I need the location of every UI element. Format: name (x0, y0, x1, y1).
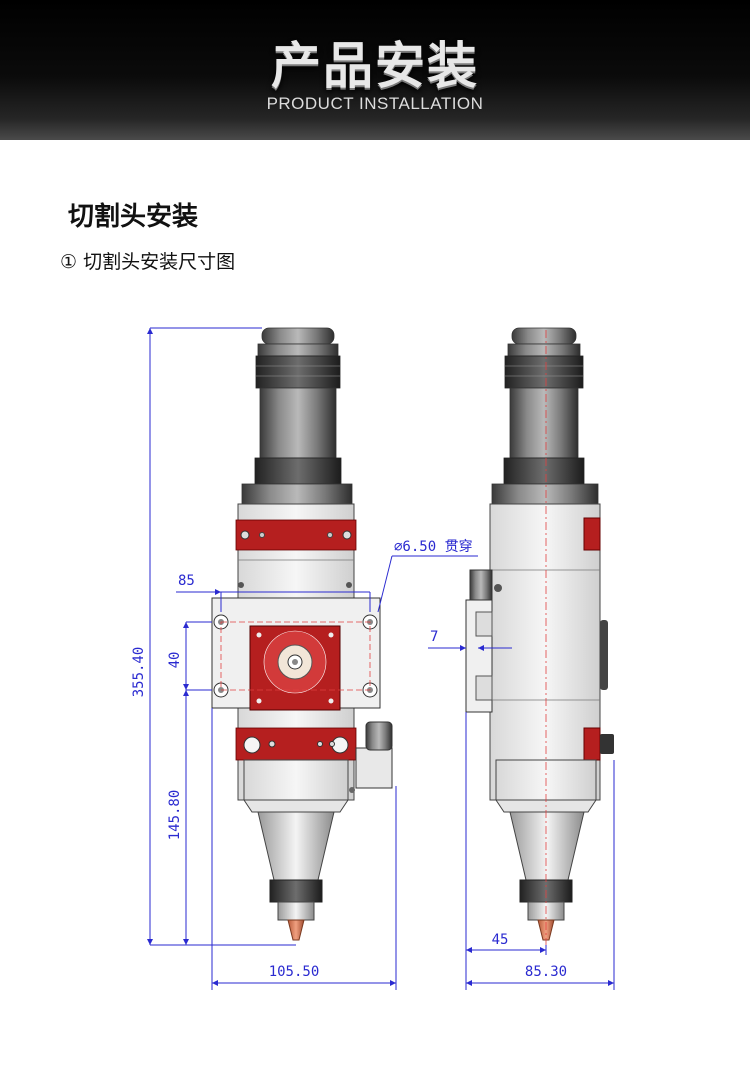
dim-side-offset: 7 (430, 629, 438, 645)
page-subtitle: PRODUCT INSTALLATION (266, 94, 484, 113)
dim-lower-height: 145.80 (167, 790, 183, 841)
hole-label: ∅6.50 贯穿 (394, 539, 473, 555)
dim-front-width: 105.50 (269, 964, 320, 980)
front-view (211, 327, 393, 941)
side-dimensions (428, 645, 615, 990)
header-banner: 产品安装 PRODUCT INSTALLATION (0, 0, 750, 140)
side-view (465, 327, 614, 941)
page-title: 产品安装 (271, 37, 479, 95)
dim-hole-spacing: 40 (167, 652, 183, 669)
dim-side-width: 85.30 (525, 964, 567, 980)
dim-total-height: 355.40 (131, 647, 147, 698)
dim-side-nozzle: 45 (492, 932, 509, 948)
front-crosshair (220, 621, 371, 691)
dim-hole-width: 85 (178, 573, 195, 589)
section-title: 切割头安装 (68, 202, 199, 232)
front-dimensions (147, 327, 478, 990)
section-subtitle: ① 切割头安装尺寸图 (60, 251, 236, 273)
